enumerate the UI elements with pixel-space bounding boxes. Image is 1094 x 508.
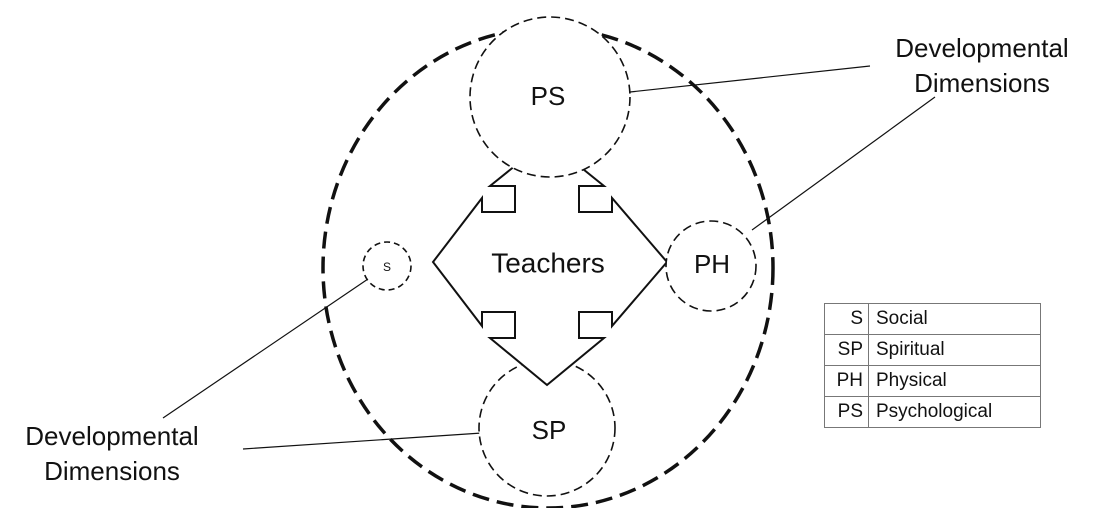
legend-row: SP Spiritual	[824, 334, 1041, 366]
legend-row: PH Physical	[824, 365, 1041, 397]
node-ps-circle	[469, 16, 631, 178]
legend-term: Social	[868, 303, 1041, 335]
callout-top-right-line1: Developmental	[895, 33, 1068, 63]
legend-row: PS Psychological	[824, 396, 1041, 428]
callout-line-s	[162, 278, 369, 419]
callout-line-sp	[242, 432, 483, 450]
callout-bottom-left-line2: Dimensions	[44, 456, 180, 486]
callout-top-right-line2: Dimensions	[914, 68, 1050, 98]
legend-term: Physical	[868, 365, 1041, 397]
legend-code: SP	[824, 334, 869, 366]
node-sp-circle	[478, 359, 616, 497]
callout-line-ph	[751, 96, 936, 231]
legend-row: S Social	[824, 303, 1041, 335]
legend-code: PH	[824, 365, 869, 397]
node-s-label: S	[383, 260, 391, 274]
four-way-arrow	[431, 138, 669, 387]
outer-boundary-circle	[321, 26, 775, 508]
legend-term: Spiritual	[868, 334, 1041, 366]
legend-term: Psychological	[868, 396, 1041, 428]
node-s-circle	[362, 241, 412, 291]
center-label: Teachers	[491, 247, 605, 278]
callout-bottom-left-line1: Developmental	[25, 421, 198, 451]
legend-table: S Social SP Spiritual PH Physical PS Psy…	[824, 303, 1041, 428]
node-ph-circle	[665, 220, 757, 312]
node-ph-label: PH	[694, 249, 730, 279]
callout-line-ps	[629, 65, 871, 93]
node-sp-label: SP	[532, 415, 567, 445]
legend-code: PS	[824, 396, 869, 428]
legend-code: S	[824, 303, 869, 335]
node-ps-label: PS	[531, 81, 566, 111]
